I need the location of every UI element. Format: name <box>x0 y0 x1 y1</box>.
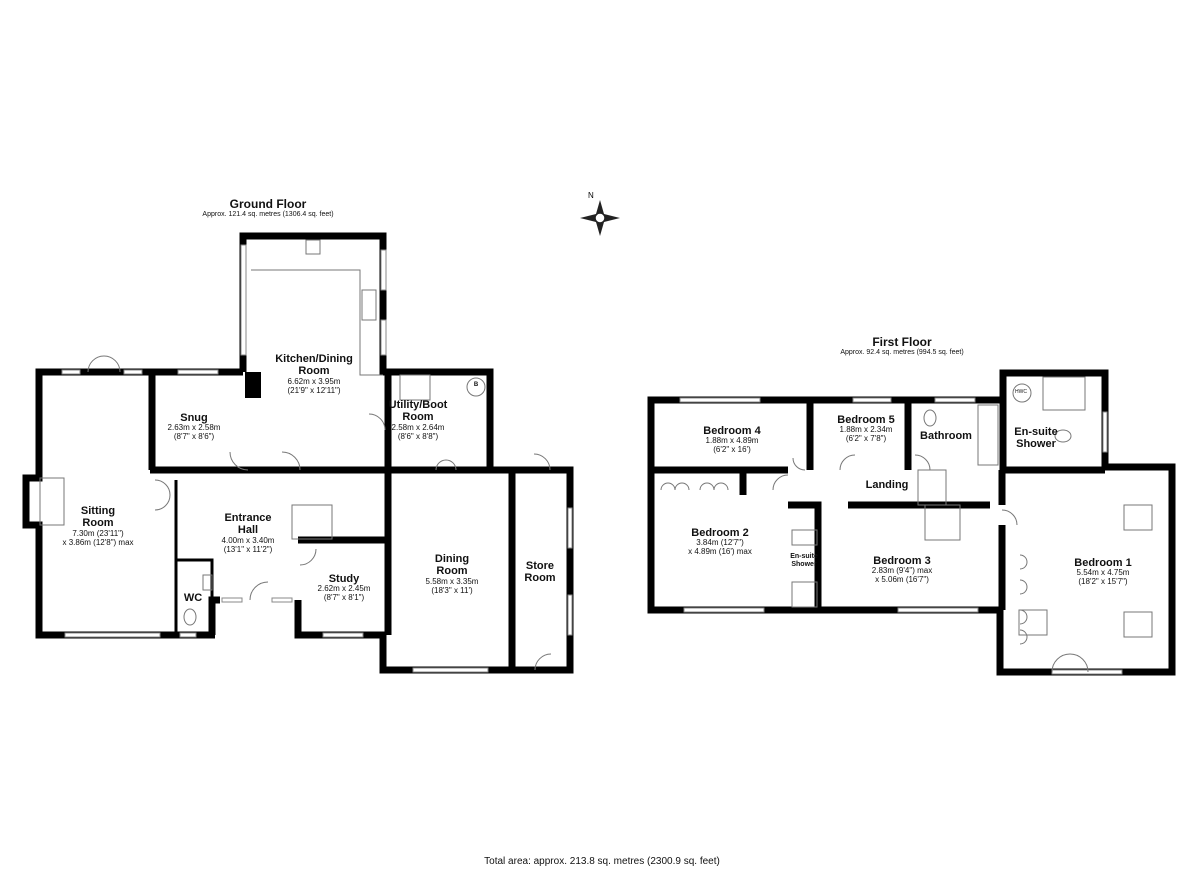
room-name: Study <box>328 573 360 585</box>
room-name: Dining <box>434 553 470 565</box>
room-name: Shower <box>791 560 817 568</box>
room-dimensions: (8'7" x 8'6") <box>173 432 215 442</box>
ground-floor-heading: Ground Floor Approx. 121.4 sq. metres (1… <box>202 197 334 219</box>
room-name: Landing <box>865 479 909 491</box>
room-entrance-hall: Entrance Hall 4.00m x 3.40m (13'1" x 11'… <box>222 512 275 555</box>
room-name: Store <box>525 560 555 572</box>
ground-floor-area: Approx. 121.4 sq. metres (1306.4 sq. fee… <box>202 211 334 219</box>
room-name: Entrance <box>224 512 272 524</box>
room-dimensions: 7.30m (23'11") <box>72 528 124 538</box>
room-dimensions: (21'9" x 12'11") <box>287 385 341 395</box>
room-dimensions: 2.62m x 2.45m <box>317 584 371 594</box>
compass-north-label: N <box>588 191 594 200</box>
first-floor-windows <box>679 397 1123 675</box>
compass-icon: N <box>580 191 620 236</box>
room-name: Bedroom 1 <box>1074 557 1132 569</box>
ground-floor-title: Ground Floor <box>229 197 307 211</box>
room-bedroom-2: Bedroom 2 3.84m (12'7") x 4.89m (16') ma… <box>688 527 752 557</box>
room-landing: Landing <box>866 479 909 491</box>
room-bedroom-3: Bedroom 3 2.83m (9'4") max x 5.06m (16'7… <box>872 555 932 585</box>
room-kitchen-dining: Kitchen/Dining Room 6.62m x 3.95m (21'9"… <box>275 353 353 396</box>
room-name: Room <box>82 517 114 530</box>
room-dimensions: x 5.06m (16'7") <box>875 575 929 585</box>
room-dimensions: 2.83m (9'4") max <box>871 566 933 576</box>
room-bathroom: Bathroom <box>920 430 972 442</box>
room-dimensions: 1.88m x 4.89m <box>705 436 759 446</box>
first-floor-area: Approx. 92.4 sq. metres (994.5 sq. feet) <box>840 349 964 357</box>
first-floor-heading: First Floor Approx. 92.4 sq. metres (994… <box>840 335 964 357</box>
ground-floor-windows <box>61 244 573 673</box>
room-dimensions: x 3.86m (12'8") max <box>62 537 134 547</box>
room-dining: Dining Room 5.58m x 3.35m (18'3" x 11') <box>426 553 479 596</box>
room-name: Kitchen/Dining <box>275 353 353 365</box>
room-wc: WC <box>184 592 202 604</box>
room-name: En-suite <box>1014 426 1058 438</box>
room-name: Bedroom 3 <box>873 555 931 567</box>
room-name: Utility/Boot <box>388 399 448 411</box>
room-study: Study 2.62m x 2.45m (8'7" x 8'1") <box>318 573 371 603</box>
room-name: Hall <box>237 524 259 537</box>
room-bedroom-1: Bedroom 1 5.54m x 4.75m (18'2" x 15'7") <box>1074 557 1131 587</box>
room-name: Room <box>524 572 556 585</box>
room-name: Bedroom 2 <box>691 527 749 539</box>
room-name: Bedroom 5 <box>837 414 895 426</box>
room-utility-boot: Utility/Boot Room 2.58m x 2.64m (8'6" x … <box>389 399 448 442</box>
room-dimensions: (13'1" x 11'2") <box>223 544 273 554</box>
room-dimensions: 2.63m x 2.58m <box>167 423 221 433</box>
room-dimensions: (8'7" x 8'1") <box>323 593 365 603</box>
room-name: Room <box>402 411 434 424</box>
room-dimensions: 6.62m x 3.95m <box>287 376 341 386</box>
ground-floor-fixtures <box>39 239 552 671</box>
first-floor-walls <box>647 369 1176 676</box>
room-name: Bathroom <box>920 430 972 442</box>
room-name: En-suite <box>790 553 818 560</box>
room-name: Room <box>298 365 330 378</box>
room-bedroom-4: Bedroom 4 1.88m x 4.89m (6'2" x 16') <box>703 425 760 455</box>
room-name: Shower <box>1016 438 1056 451</box>
room-dimensions: 1.88m x 2.34m <box>839 425 893 435</box>
room-store: Store Room <box>524 560 555 585</box>
room-dimensions: 2.58m x 2.64m <box>391 422 445 432</box>
ground-floor-walls <box>22 232 574 674</box>
room-dimensions: (18'3" x 11') <box>431 585 473 595</box>
first-floor-fixtures <box>660 376 1153 673</box>
room-dimensions: (18'2" x 15'7") <box>1078 577 1128 587</box>
room-name: Sitting <box>80 505 116 517</box>
room-dimensions: (8'6" x 8'8") <box>397 431 439 441</box>
total-area: Total area: approx. 213.8 sq. metres (23… <box>484 856 720 867</box>
room-snug: Snug 2.63m x 2.58m (8'7" x 8'6") <box>168 412 221 442</box>
room-dimensions: (6'2" x 16') <box>713 445 751 455</box>
room-sitting: Sitting Room 7.30m (23'11") x 3.86m (12'… <box>62 505 133 548</box>
room-ensuite-shower-2: En-suite Shower <box>790 553 818 569</box>
room-dimensions: 5.58m x 3.35m <box>425 576 479 586</box>
room-name: Room <box>436 565 468 578</box>
boiler-label: B <box>473 382 479 388</box>
room-dimensions: 5.54m x 4.75m <box>1076 568 1130 578</box>
room-name: Snug <box>180 412 208 424</box>
first-floor-title: First Floor <box>872 335 932 349</box>
room-ensuite-shower-1: En-suite Shower <box>1014 426 1057 451</box>
hwc-label: HWC <box>1015 389 1027 395</box>
room-dimensions: x 4.89m (16') max <box>688 547 752 557</box>
room-name: Bedroom 4 <box>703 425 761 437</box>
room-dimensions: 4.00m x 3.40m <box>221 535 275 545</box>
room-dimensions: 3.84m (12'7") <box>696 538 744 548</box>
room-bedroom-5: Bedroom 5 1.88m x 2.34m (6'2" x 7'8") <box>837 414 894 444</box>
room-name: WC <box>183 592 203 604</box>
room-dimensions: (6'2" x 7'8") <box>845 434 887 444</box>
